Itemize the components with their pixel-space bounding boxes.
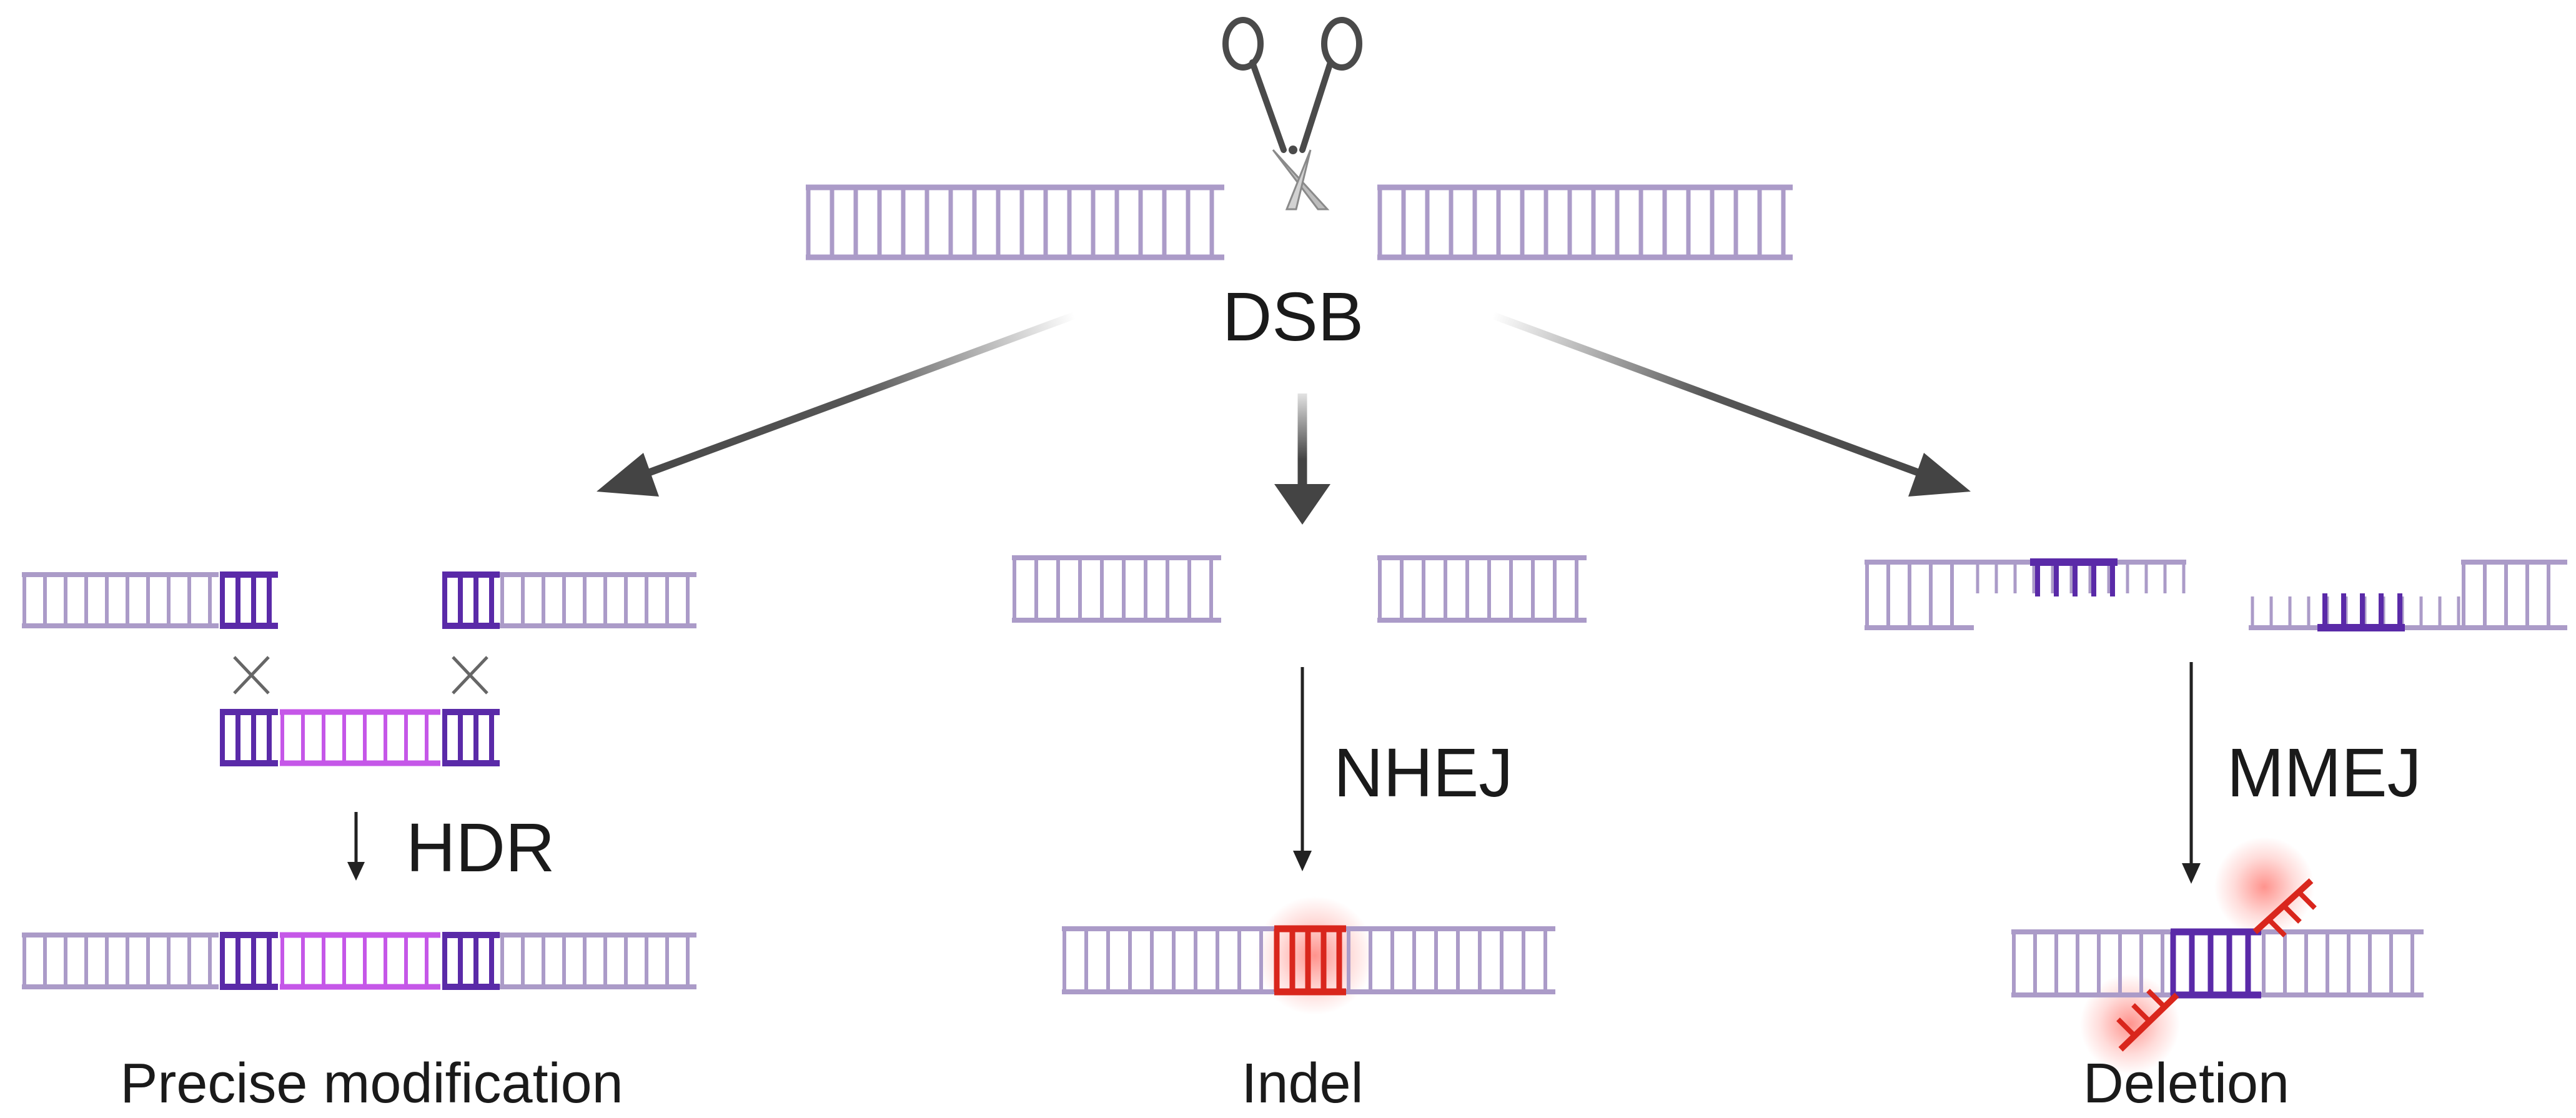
mmej-product xyxy=(2011,928,2424,999)
hdr-right-end xyxy=(442,571,696,629)
deletion-label: Deletion xyxy=(2083,1052,2289,1115)
indel-label: Indel xyxy=(1241,1052,1363,1115)
dna-layer xyxy=(22,184,2567,1052)
deletion-flap-top xyxy=(2252,878,2317,937)
dna-right-fragment xyxy=(1377,184,1793,260)
nhej-product xyxy=(1062,925,1555,996)
mmej-label: MMEJ xyxy=(2227,735,2422,811)
hdr-label: HDR xyxy=(406,809,555,886)
hdr-left-end xyxy=(22,571,278,629)
deletion-flap-bottom xyxy=(2116,989,2179,1052)
indel-glow xyxy=(1256,896,1374,1015)
middle-branch-arrow xyxy=(1274,393,1330,525)
hdr-donor-template xyxy=(220,709,500,766)
mmej-left-end xyxy=(1865,558,2186,630)
precise-modification-label: Precise modification xyxy=(120,1052,623,1115)
mmej-right-end xyxy=(2249,560,2567,631)
nhej-right-end xyxy=(1377,555,1587,623)
dna-left-fragment xyxy=(806,184,1224,260)
hdr-arrow xyxy=(347,812,365,881)
nhej-left-end xyxy=(1012,555,1221,623)
cross-icon xyxy=(233,656,270,695)
cross-icon xyxy=(452,656,488,695)
scissors-icon xyxy=(1222,17,1362,210)
nhej-arrow xyxy=(1293,667,1312,871)
hdr-product xyxy=(22,932,696,990)
nhej-label: NHEJ xyxy=(1334,735,1513,811)
left-branch-arrow xyxy=(597,312,1076,497)
right-branch-arrow xyxy=(1491,312,1971,497)
dsb-label: DSB xyxy=(1222,279,1364,355)
mmej-arrow xyxy=(2182,662,2201,884)
